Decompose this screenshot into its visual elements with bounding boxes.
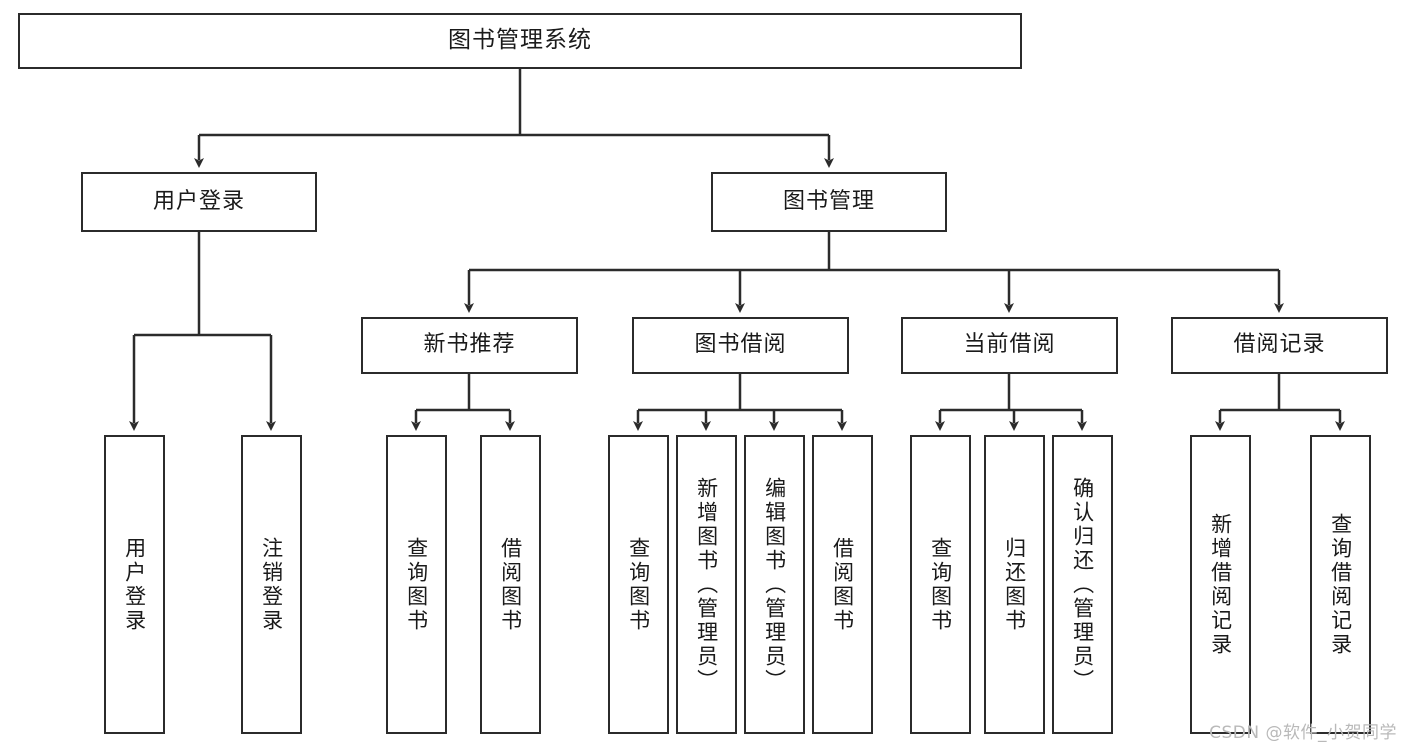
node-label: 图书管理 [782,188,875,214]
csdn-watermark: CSDN @软件_小贺同学 [1209,723,1397,743]
leaf-add-book-admin[interactable]: 新增图书（管理员） [676,435,737,734]
node-current-borrow[interactable]: 当前借阅 [901,317,1118,374]
node-label: 查询借阅记录 [1328,512,1353,657]
node-label: 用户登录 [152,188,245,214]
node-label: 借阅记录 [1233,332,1326,358]
leaf-query-book-borrow[interactable]: 查询图书 [608,435,669,734]
leaf-confirm-return-admin[interactable]: 确认归还（管理员） [1052,435,1113,734]
node-label: 新书推荐 [423,332,516,358]
node-book-borrow[interactable]: 图书借阅 [632,317,849,374]
leaf-user-login[interactable]: 用户登录 [104,435,165,734]
node-label: 借阅图书 [830,536,855,633]
node-label: 查询图书 [404,536,429,633]
node-label: 新增借阅记录 [1208,512,1233,657]
leaf-query-book-current[interactable]: 查询图书 [910,435,971,734]
node-label: 图书管理系统 [448,27,592,54]
node-user-login[interactable]: 用户登录 [81,172,317,232]
node-label: 查询图书 [928,536,953,633]
leaf-add-borrow-record[interactable]: 新增借阅记录 [1190,435,1251,734]
node-label: 归还图书 [1002,536,1027,633]
leaf-user-logout[interactable]: 注销登录 [241,435,302,734]
node-book-manage[interactable]: 图书管理 [711,172,947,232]
node-label: 编辑图书（管理员） [762,476,787,693]
node-label: 注销登录 [259,536,284,633]
leaf-edit-book-admin[interactable]: 编辑图书（管理员） [744,435,805,734]
leaf-query-book-recommend[interactable]: 查询图书 [386,435,447,734]
node-root-system[interactable]: 图书管理系统 [18,13,1022,69]
node-label: 确认归还（管理员） [1070,476,1095,693]
leaf-borrow-book-recommend[interactable]: 借阅图书 [480,435,541,734]
node-new-book-recommend[interactable]: 新书推荐 [361,317,578,374]
node-label: 当前借阅 [963,332,1056,358]
node-label: 查询图书 [626,536,651,633]
node-label: 借阅图书 [498,536,523,633]
node-borrow-record[interactable]: 借阅记录 [1171,317,1388,374]
node-label: 用户登录 [122,536,147,633]
node-label: 新增图书（管理员） [694,476,719,693]
node-label: 图书借阅 [694,332,787,358]
leaf-query-borrow-record[interactable]: 查询借阅记录 [1310,435,1371,734]
leaf-return-book[interactable]: 归还图书 [984,435,1045,734]
leaf-borrow-book-borrow[interactable]: 借阅图书 [812,435,873,734]
